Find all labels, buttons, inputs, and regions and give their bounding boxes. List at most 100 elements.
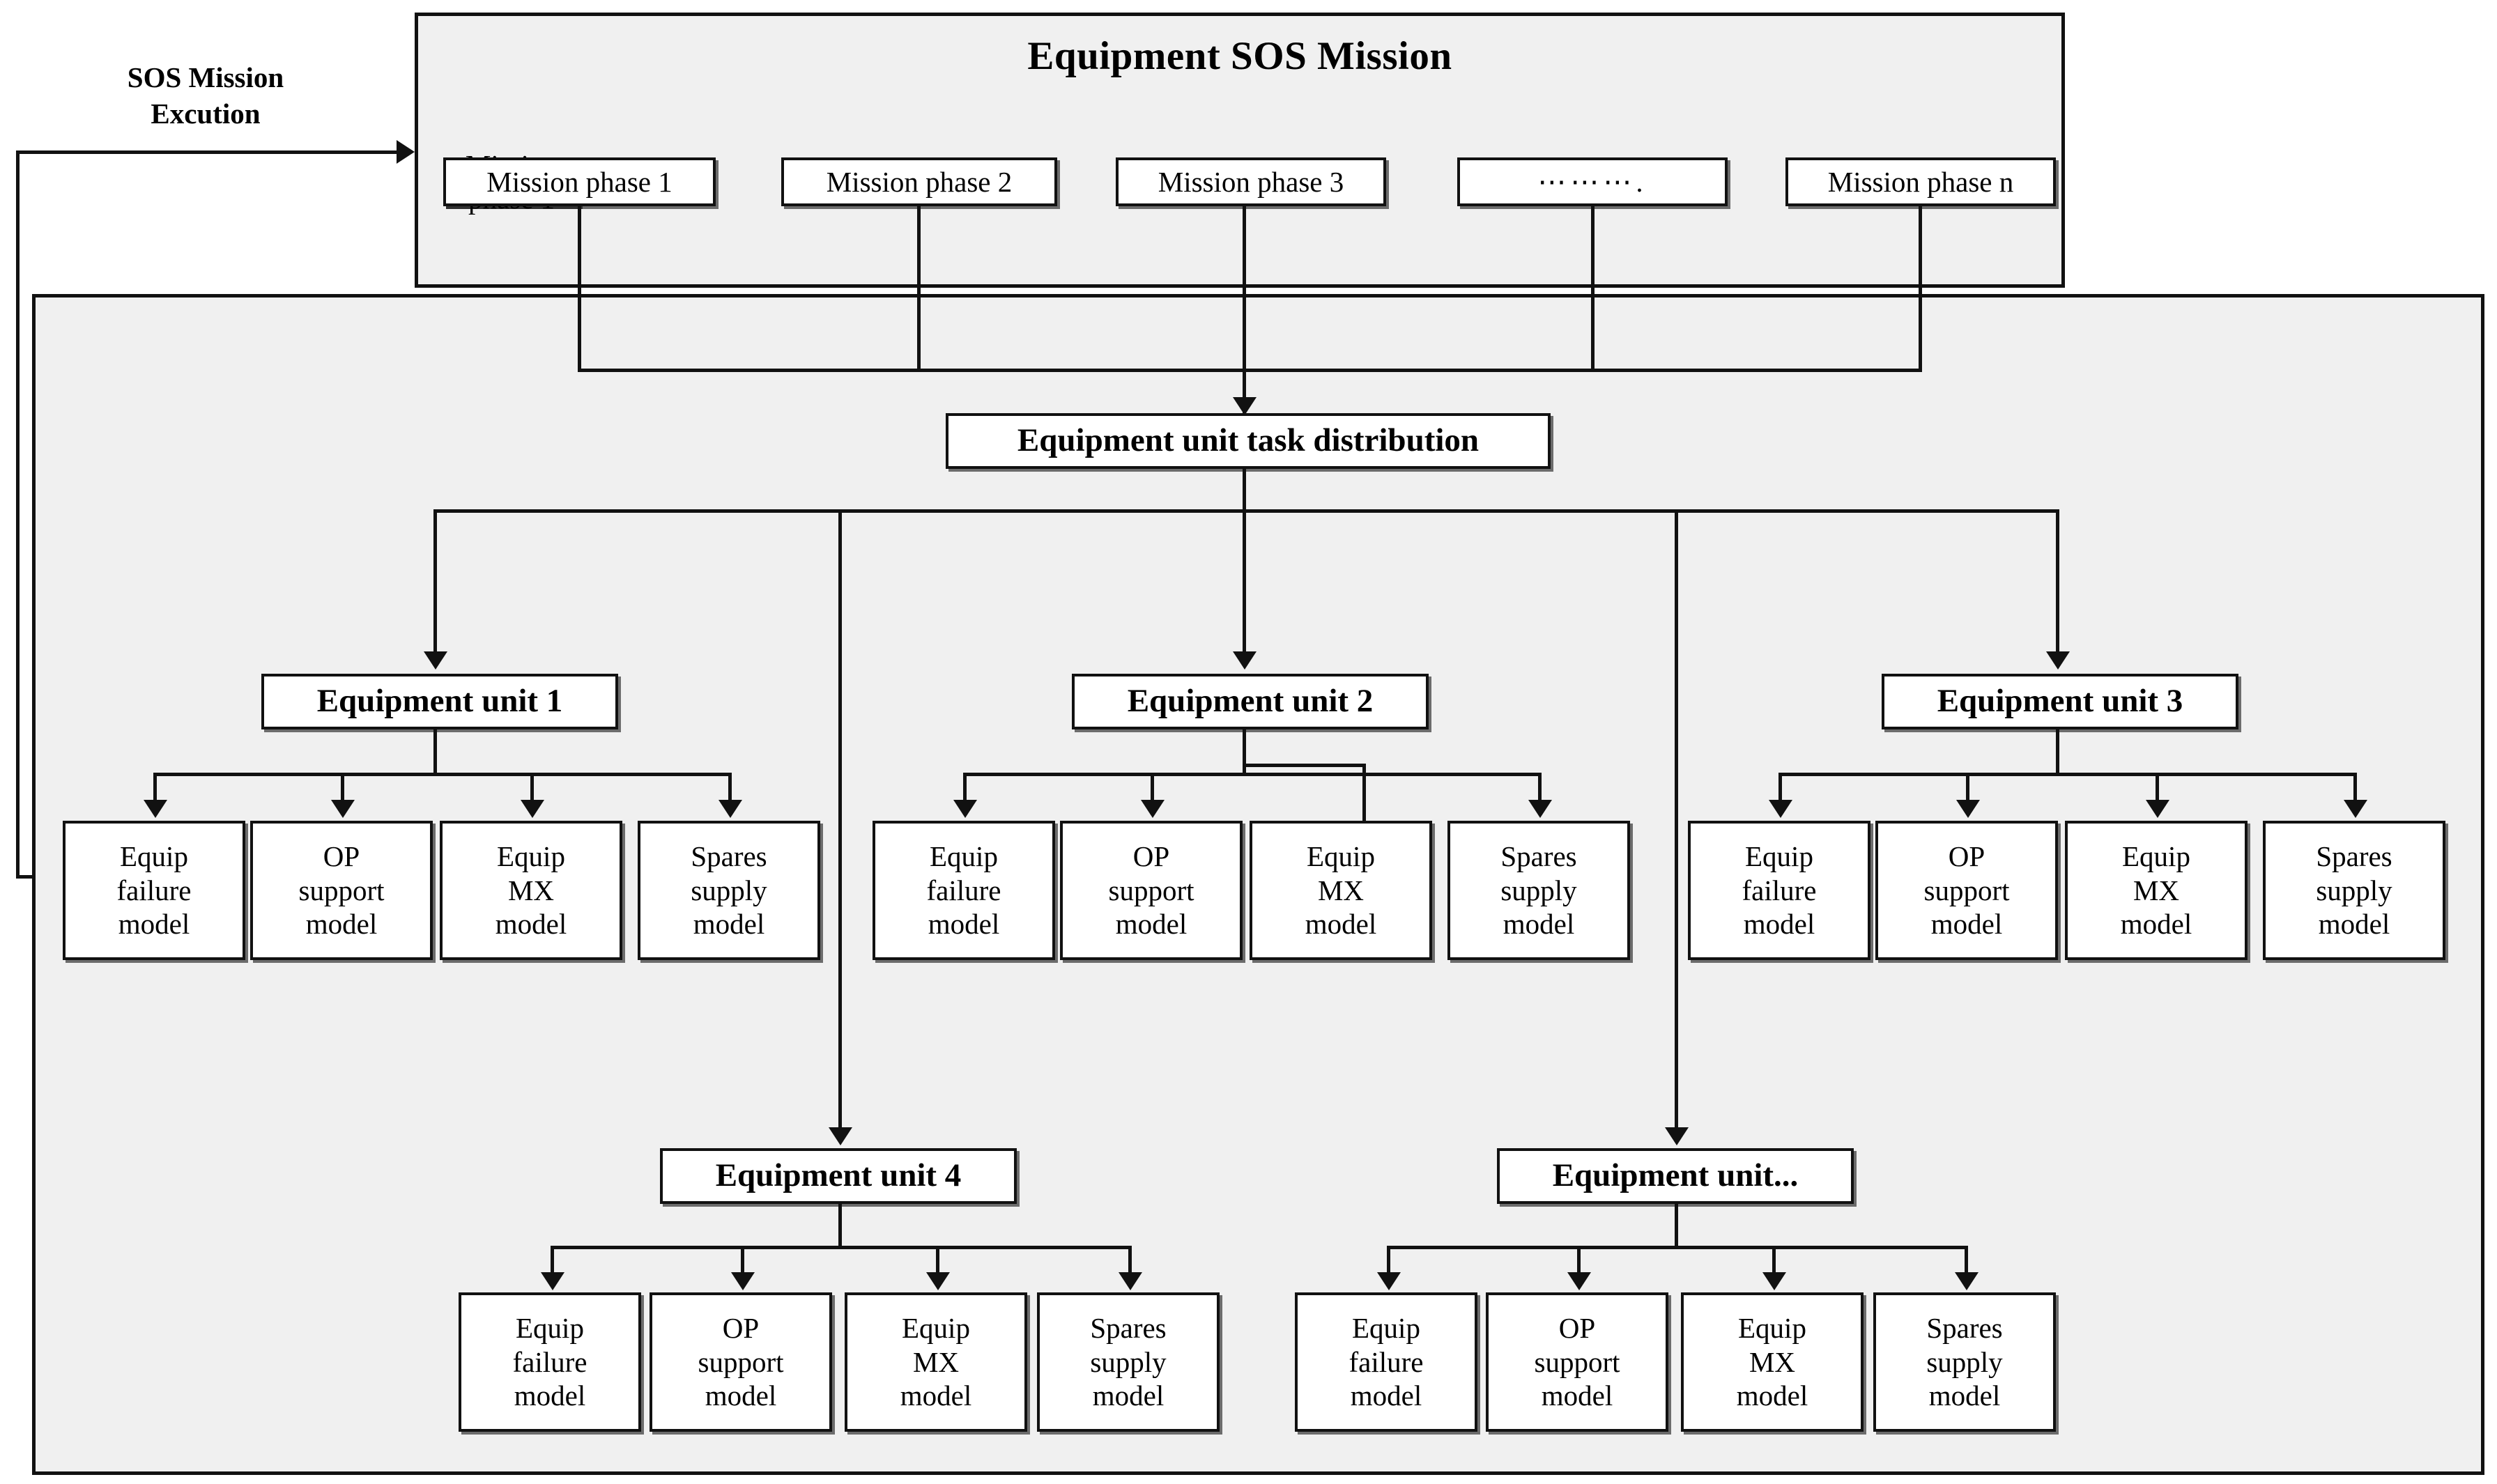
- phase-collector-bus: [578, 369, 1922, 372]
- mission-phase-box-2[interactable]: Mission phase 2: [781, 157, 1057, 206]
- hub-out-line: [1243, 469, 1246, 512]
- unit-5-drop-line: [1675, 509, 1678, 1136]
- unit-5-child-arrow-4: [1955, 1272, 1979, 1290]
- unit-4-children-stem: [838, 1204, 842, 1249]
- mission-phase-box-3[interactable]: Mission phase 3: [1116, 157, 1386, 206]
- equipment-unit-2-box[interactable]: Equipment unit 2: [1072, 674, 1429, 729]
- unit-4-child-drop-1: [551, 1246, 554, 1281]
- sos-label-line-2: Excution: [151, 98, 261, 130]
- sos-label-line-1: SOS Mission: [127, 61, 284, 93]
- unit-1-arrowhead: [424, 651, 447, 670]
- unit-4-child-drop-4: [1128, 1246, 1132, 1281]
- unit-4-child-arrow-2: [731, 1272, 755, 1290]
- unit-1-child-arrow-2: [331, 800, 355, 818]
- unit-1-child-arrow-4: [719, 800, 742, 818]
- unit-3-child-arrow-1: [1769, 800, 1792, 818]
- equipment-unit-4-box[interactable]: Equipment unit 4: [660, 1148, 1017, 1204]
- unit-2-arrowhead: [1233, 651, 1257, 670]
- unit-4-child-drop-2: [741, 1246, 744, 1281]
- unit-1-child-drop-3: [530, 773, 534, 809]
- unit-3-child-drop-1: [1778, 773, 1782, 809]
- hub-feed-arrowhead: [1233, 397, 1257, 415]
- unit-5-child-arrow-3: [1762, 1272, 1786, 1290]
- unit-5-child-drop-2: [1577, 1246, 1581, 1281]
- unit-5-children-stem: [1675, 1204, 1678, 1249]
- unit-1-child-arrow-1: [144, 800, 167, 818]
- unit-distribution-bus: [433, 509, 2059, 513]
- unit-1-children-stem: [433, 729, 437, 775]
- feedback-arrowhead: [397, 140, 415, 164]
- unit-5-child-drop-3: [1772, 1246, 1776, 1281]
- mission-phase-box-ellipsis[interactable]: ⋯⋯⋯.: [1457, 157, 1728, 206]
- equipment-unit-1-box[interactable]: Equipment unit 1: [261, 674, 618, 729]
- unit-1-children-bus: [153, 773, 732, 776]
- unit-1-child-drop-4: [728, 773, 732, 809]
- unit-3-child-drop-4: [2353, 773, 2357, 809]
- equipment-unit-n-box[interactable]: Equipment unit...: [1497, 1148, 1854, 1204]
- phase-drop-line-3: [1243, 206, 1246, 371]
- unit-4-child-drop-3: [936, 1246, 939, 1281]
- equipment-unit-3-box[interactable]: Equipment unit 3: [1882, 674, 2238, 729]
- feedback-bottom-segment: [16, 875, 36, 879]
- equipment-unit-task-distribution-box[interactable]: Equipment unit task distribution: [946, 413, 1551, 469]
- unit-1-child-drop-2: [341, 773, 344, 809]
- phase-drop-line-5: [1919, 206, 1922, 371]
- sos-mission-execution-label: SOS Mission Excution: [84, 59, 328, 132]
- unit-2-child-arrow-1: [953, 800, 977, 818]
- unit-2-children-bus-artifact: [1243, 764, 1365, 767]
- unit-3-child-arrow-4: [2344, 800, 2367, 818]
- unit-4-child-arrow-1: [541, 1272, 564, 1290]
- phase-drop-line-4: [1591, 206, 1595, 371]
- unit-3-child-arrow-3: [2146, 800, 2169, 818]
- mission-section-title: Equipment SOS Mission: [1027, 34, 1452, 78]
- mission-phase-box-1-frame[interactable]: Mission phase 1: [443, 157, 716, 206]
- unit-3-children-stem: [2056, 729, 2059, 775]
- unit-2-children-bus: [963, 773, 1542, 776]
- feedback-top-segment: [16, 150, 398, 154]
- unit-4-children-bus: [551, 1246, 1132, 1249]
- unit-2-child-drop-4: [1538, 773, 1542, 809]
- unit-2-drop-line: [1243, 509, 1246, 660]
- unit-5-child-drop-4: [1965, 1246, 1968, 1281]
- unit-5-child-arrow-1: [1377, 1272, 1401, 1290]
- unit-3-drop-line: [2056, 509, 2059, 660]
- unit-2-child-drop-2: [1151, 773, 1154, 809]
- unit-4-child-arrow-3: [926, 1272, 950, 1290]
- unit-2-child-arrow-4: [1528, 800, 1552, 818]
- unit-5-arrowhead: [1665, 1127, 1689, 1145]
- phase-drop-line-1: [578, 206, 581, 371]
- unit-5-child-drop-1: [1387, 1246, 1390, 1281]
- unit-3-child-drop-3: [2156, 773, 2159, 809]
- unit-3-child-arrow-2: [1956, 800, 1980, 818]
- unit-5-child-arrow-2: [1567, 1272, 1591, 1290]
- hub-feed-line: [1243, 369, 1246, 413]
- unit-2-children-stem: [1243, 729, 1246, 775]
- unit-4-drop-line: [838, 509, 842, 1136]
- unit-1-child-arrow-3: [521, 800, 544, 818]
- unit-4-arrowhead: [829, 1127, 852, 1145]
- phase-drop-line-2: [917, 206, 921, 371]
- unit-5-children-bus: [1387, 1246, 1968, 1249]
- mission-phase-box-n[interactable]: Mission phase n: [1785, 157, 2056, 206]
